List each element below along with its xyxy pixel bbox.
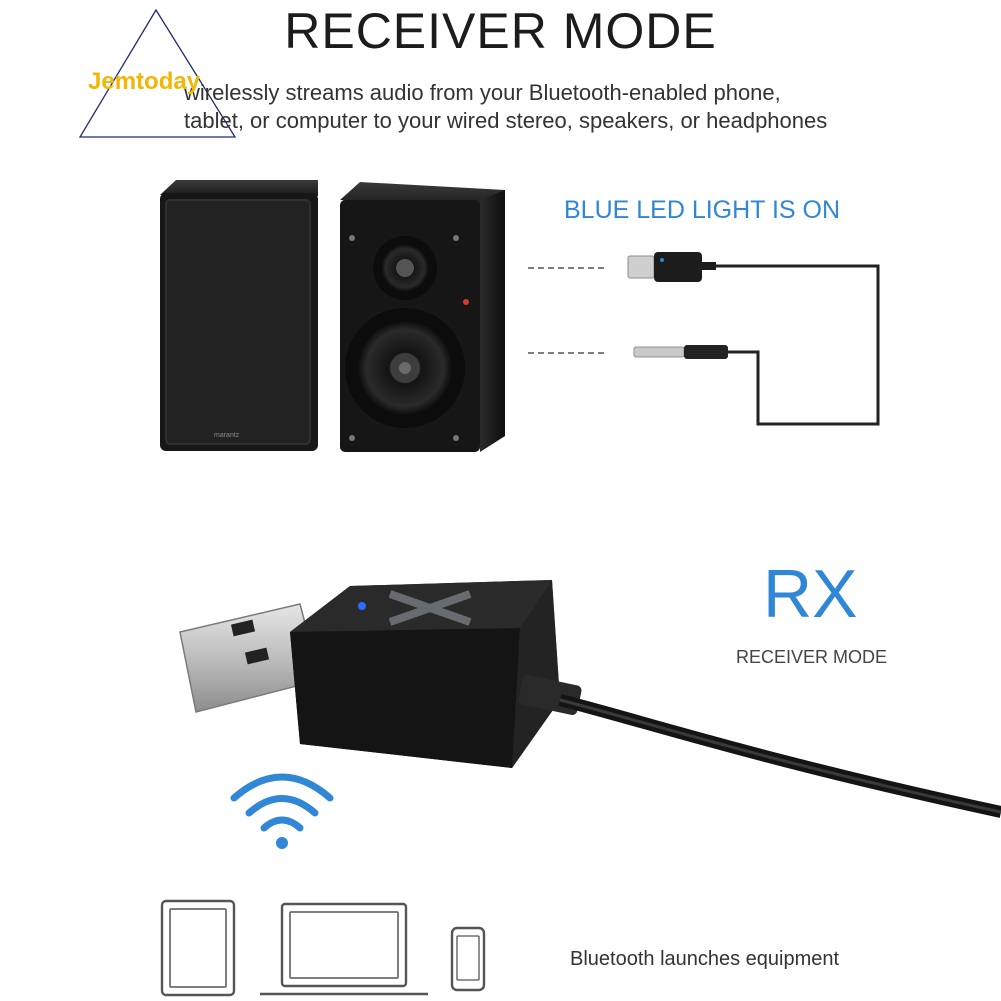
led-status-label: BLUE LED LIGHT IS ON: [564, 196, 841, 224]
phone-icon: [450, 926, 486, 992]
description-line-2: tablet, or computer to your wired stereo…: [184, 108, 828, 133]
watermark-triangle: [78, 8, 237, 138]
laptop-icon: [260, 902, 428, 996]
mode-code: RX: [763, 556, 858, 632]
speaker-brand-label: marantz: [214, 432, 240, 439]
right-speaker: [340, 182, 505, 452]
wifi-icon: [230, 773, 334, 849]
page-title: RECEIVER MODE: [284, 3, 717, 59]
small-jack: [633, 345, 728, 359]
watermark-brand: Jemtoday: [88, 68, 201, 95]
left-speaker: [160, 180, 318, 451]
large-dongle: [179, 580, 1001, 818]
description-line-1: wirelessly streams audio from your Bluet…: [184, 80, 781, 105]
small-dongle: [627, 252, 716, 282]
tablet-icon: [160, 899, 236, 997]
devices-caption: Bluetooth launches equipment: [570, 948, 840, 970]
mode-label: RECEIVER MODE: [736, 647, 888, 667]
